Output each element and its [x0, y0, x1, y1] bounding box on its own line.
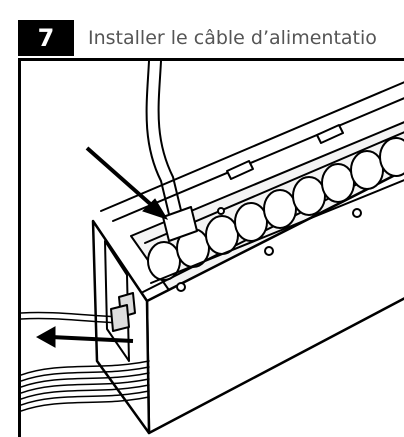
arrow-cable-pointer-head [142, 198, 169, 220]
arrow-cable-pointer [85, 146, 158, 211]
channel-top-edge-inner [112, 97, 404, 222]
channel-top-edge [100, 81, 404, 212]
power-cable-outline [157, 61, 186, 228]
terminal-screws [176, 207, 362, 292]
arrows [35, 146, 169, 348]
top-clip-2 [316, 124, 344, 144]
power-cable [145, 61, 174, 232]
power-cable-installation-drawing [21, 61, 404, 435]
ribbon-cable-bundle [21, 360, 150, 412]
cable-gland [162, 206, 198, 242]
arrow-pull-left [50, 335, 134, 343]
terminal-block-row [147, 137, 404, 281]
arrow-pull-left-head [35, 326, 56, 348]
step-number-badge: 7 [18, 20, 74, 56]
wire-lead [21, 311, 120, 318]
installation-illustration [18, 58, 404, 437]
top-clip [226, 160, 254, 180]
connector-plug [110, 304, 130, 332]
wire-lead-2 [21, 317, 120, 324]
step-header: 7 Installer le câble d’alimentatio [18, 20, 404, 56]
end-cap-bracket [104, 240, 130, 362]
step-title: Installer le câble d’alimentatio [88, 27, 377, 49]
block-rail-bottom [150, 179, 404, 284]
